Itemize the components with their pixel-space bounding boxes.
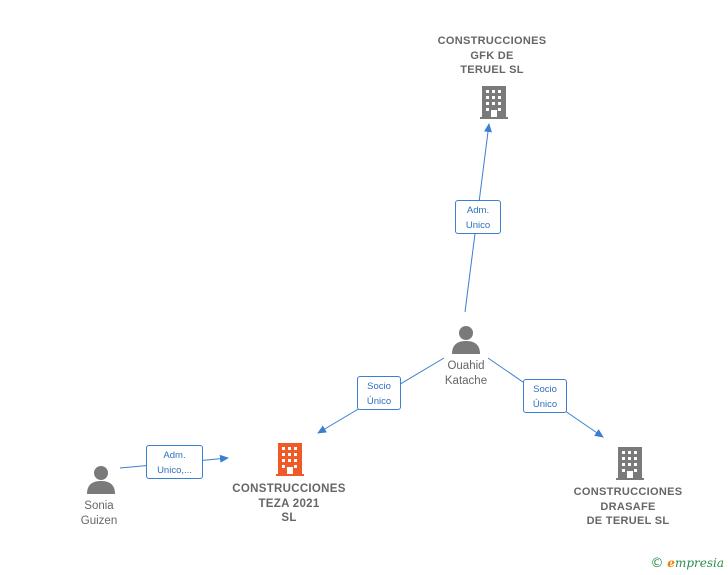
company-label-teza[interactable]: CONSTRUCCIONES TEZA 2021 SL xyxy=(232,483,346,524)
company-label-gfk[interactable]: CONSTRUCCIONES GFK DE TERUEL SL xyxy=(437,35,547,76)
edge-label-adm-unico-gfk: Adm. Unico xyxy=(455,200,501,234)
person-icon xyxy=(87,466,115,494)
copyright-icon: © xyxy=(650,556,664,571)
edge-label-socio-unico-teza: Socio Único xyxy=(357,376,401,410)
edge-label-adm-unico-teza: Adm. Unico,... xyxy=(146,445,203,479)
empresia-logo[interactable]: © empresia xyxy=(650,556,724,571)
building-icon xyxy=(276,443,304,476)
person-label-sonia[interactable]: Sonia Guizen xyxy=(80,500,118,527)
edge-label-socio-unico-drasafe: Socio Único xyxy=(523,379,567,413)
person-label-ouahid[interactable]: Ouahid Katache xyxy=(444,360,488,387)
person-icon xyxy=(452,326,480,354)
building-icon xyxy=(616,447,644,480)
building-icon xyxy=(480,86,508,119)
brand-name: mpresia xyxy=(674,556,724,570)
company-label-drasafe[interactable]: CONSTRUCCIONES DRASAFE DE TERUEL SL xyxy=(573,486,683,527)
brand-e: e xyxy=(667,556,675,570)
